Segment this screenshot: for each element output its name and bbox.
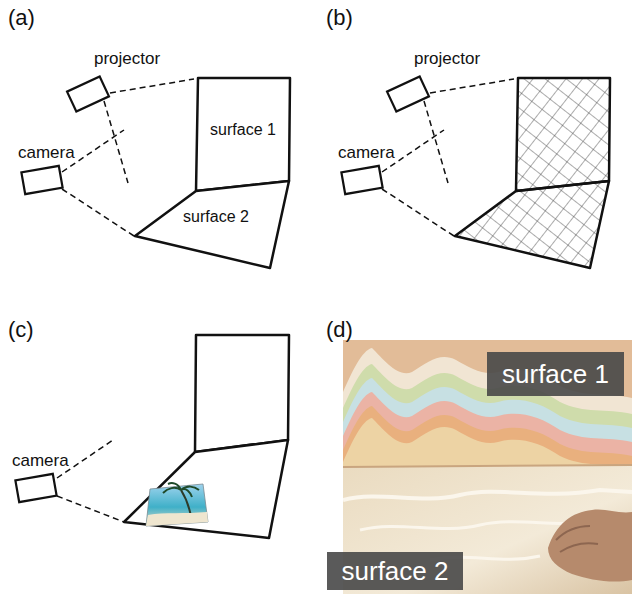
surface-shape [196, 78, 290, 191]
part-label: projector [414, 50, 480, 69]
camera-box: camera [14, 144, 78, 198]
part-label: camera [12, 452, 69, 471]
photo-on-surface [146, 483, 208, 526]
surface-panel: surface 2 [135, 181, 289, 268]
camera-box: camera [8, 452, 72, 506]
projector-box: projector [384, 50, 484, 116]
panel-label: (a) [8, 6, 35, 30]
surface-panel: surface 1 [196, 78, 290, 191]
surface-shape [135, 181, 289, 268]
part-label: surface 2 [183, 208, 249, 226]
hatched-surfaces [455, 78, 610, 268]
camera-box: camera [334, 144, 398, 198]
device-body [387, 76, 429, 111]
panel-label: (c) [8, 318, 34, 342]
projector-box: projector [64, 50, 164, 116]
part-label: camera [338, 144, 395, 163]
device-body [341, 166, 382, 194]
surfaces [124, 335, 289, 538]
tag-text: surface 1 [502, 360, 609, 389]
part-label: surface 1 [210, 121, 276, 139]
tag-text: surface 2 [342, 557, 449, 586]
panel-label: (d) [326, 318, 353, 342]
panel-label: (b) [326, 6, 353, 30]
device-body [15, 474, 56, 502]
device-body [67, 76, 109, 111]
device-body [21, 166, 62, 194]
surface-tag: surface 1 [487, 352, 624, 396]
surface-tag: surface 2 [327, 552, 463, 590]
part-label: camera [18, 144, 75, 163]
part-label: projector [94, 50, 160, 69]
